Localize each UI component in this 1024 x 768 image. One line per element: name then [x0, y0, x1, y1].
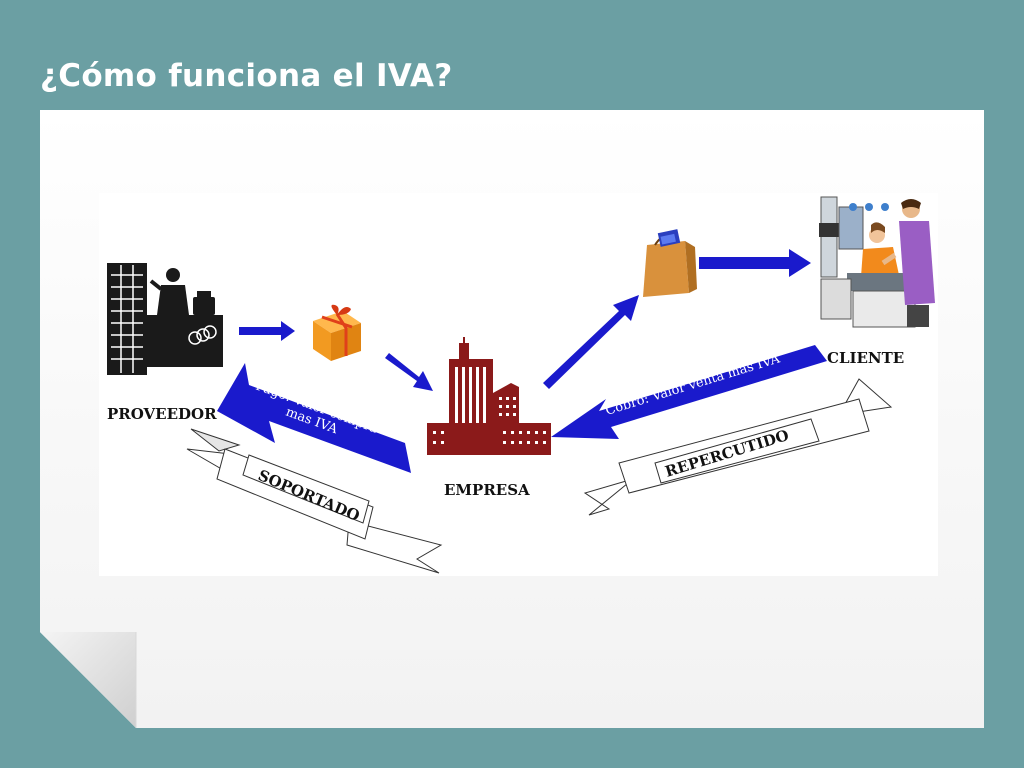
cobro-arrow-text: Cobro: Valor venta mas IVA	[604, 351, 782, 419]
arrow-to-gift	[239, 321, 295, 341]
slide-title: ¿Cómo funciona el IVA?	[40, 58, 453, 94]
proveedor-icon	[107, 263, 223, 375]
repercutido-ribbon: REPERCUTIDO	[583, 378, 893, 516]
cliente-label: CLIENTE	[827, 349, 904, 367]
arrow-to-cliente	[699, 249, 811, 277]
empresa-building-icon	[427, 337, 551, 455]
shopping-bag-icon	[643, 229, 697, 297]
pago-arrow: Pago: Valor compra mas IVA	[217, 363, 411, 473]
gift-box-icon	[313, 304, 361, 361]
arrow-to-bag	[543, 295, 639, 389]
cliente-icon	[819, 196, 935, 328]
proveedor-label: PROVEEDOR	[107, 405, 217, 423]
iva-diagram: PROVEEDOR	[99, 193, 938, 576]
arrow-to-empresa	[385, 353, 433, 391]
empresa-label: EMPRESA	[444, 481, 530, 499]
